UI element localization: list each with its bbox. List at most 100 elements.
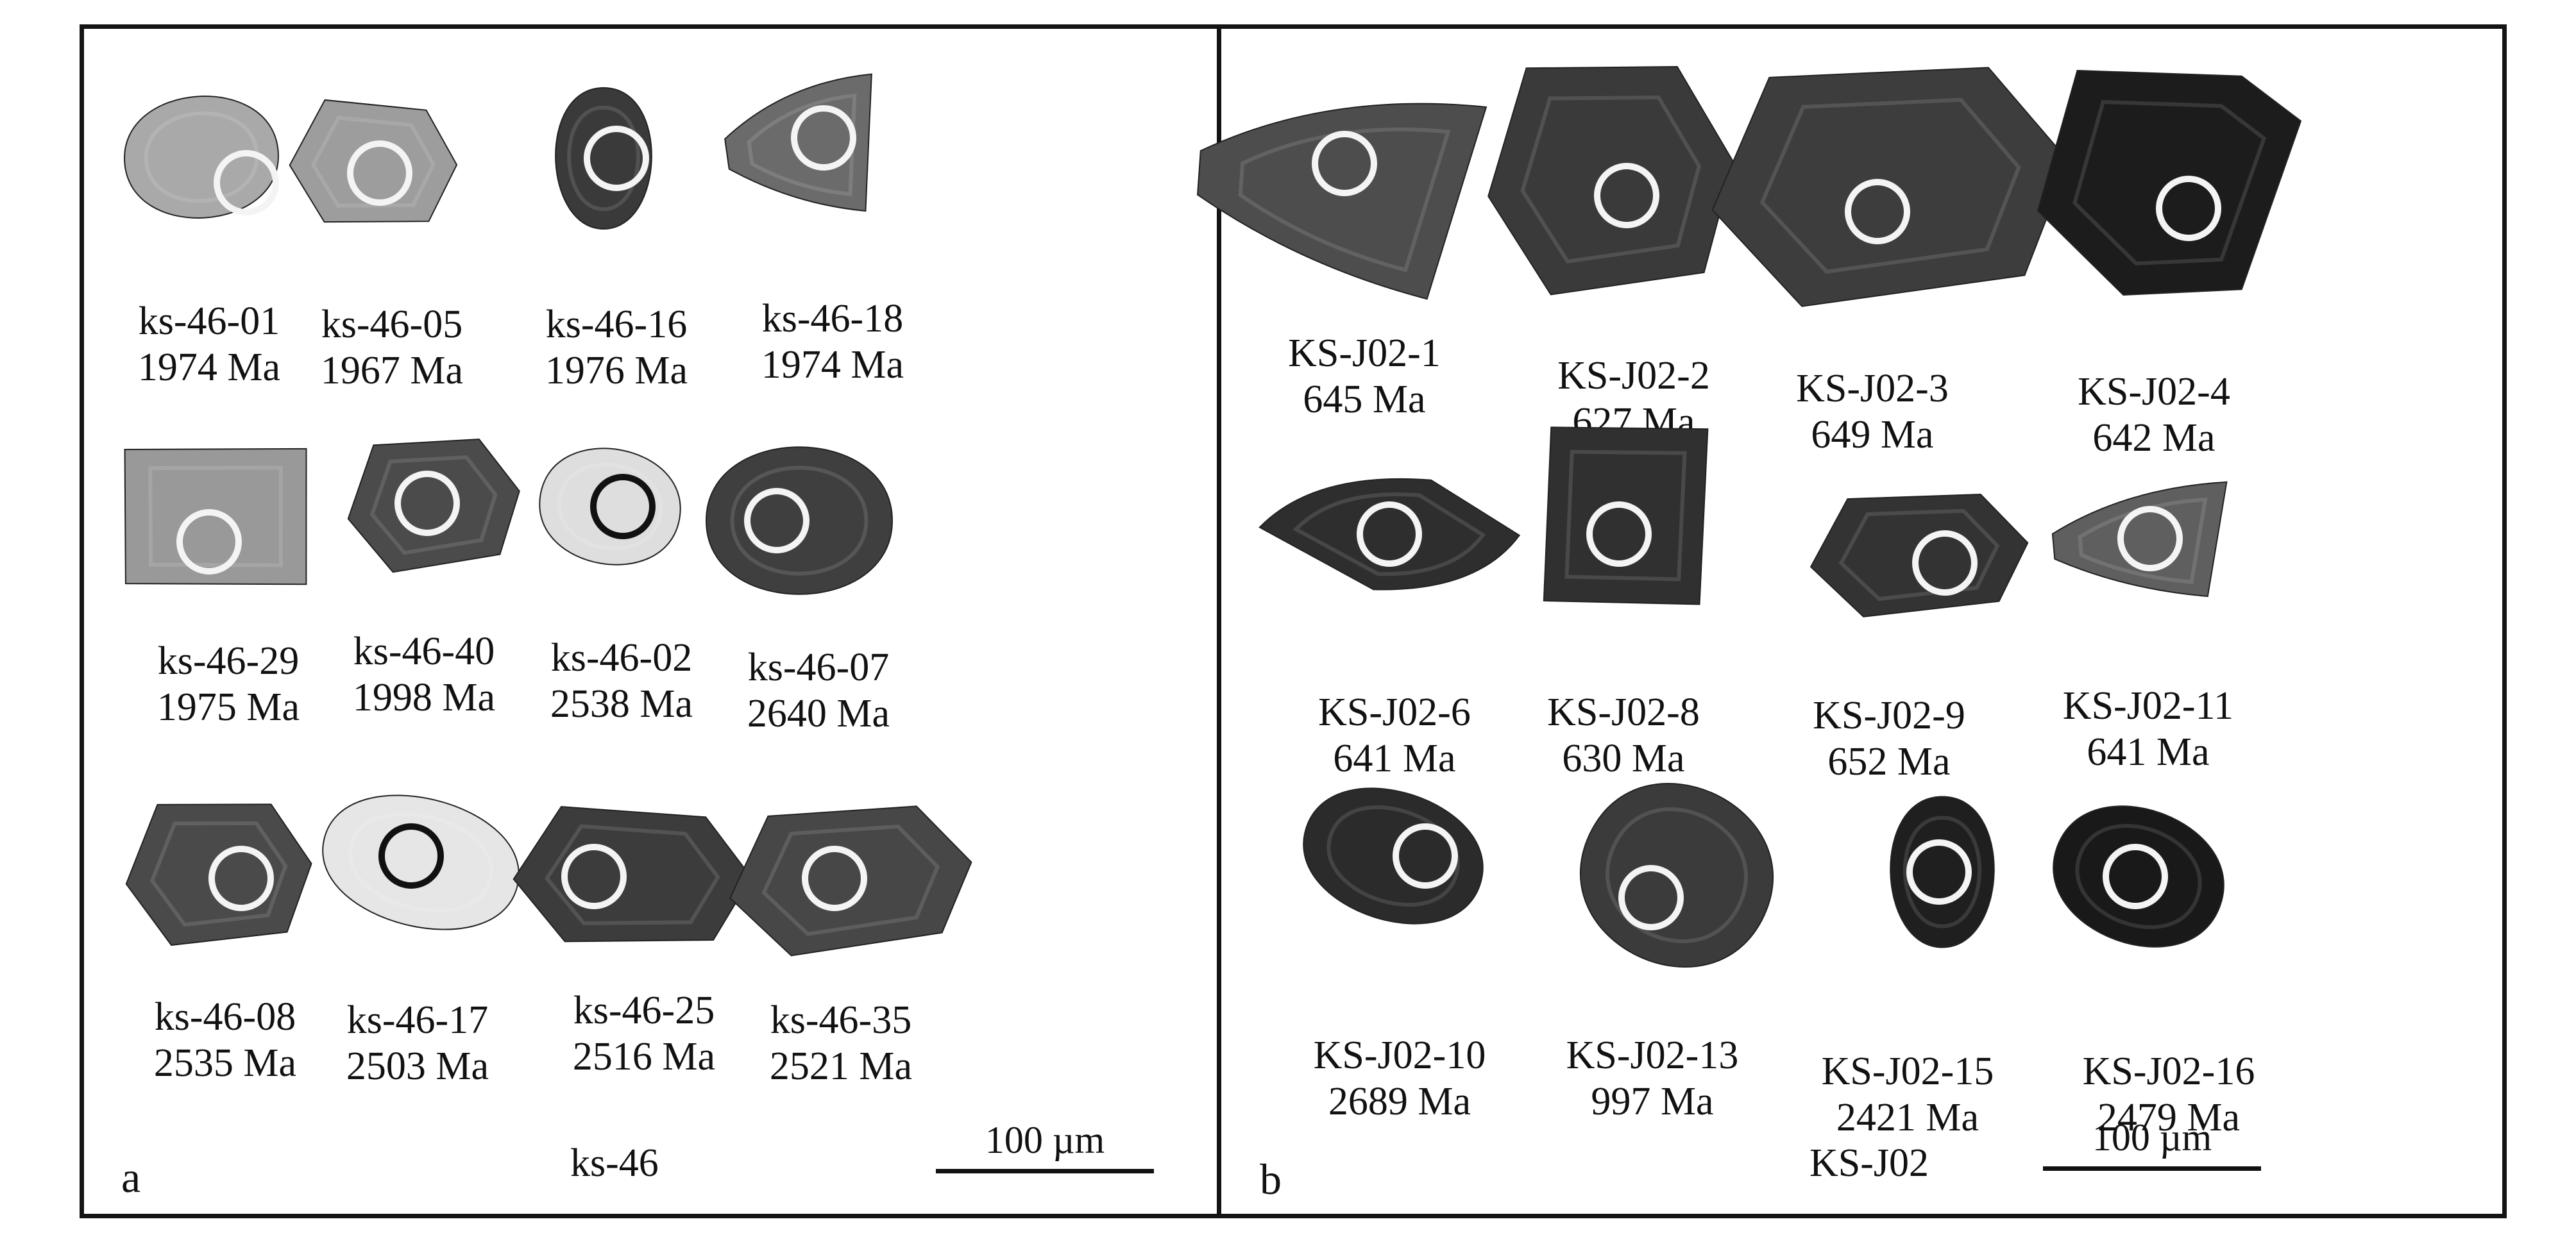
grain-zoning — [348, 812, 493, 913]
grain-age: 2640 Ma — [747, 692, 890, 735]
grain-zoning — [1292, 492, 1486, 576]
panel-letter: b — [1260, 1155, 1282, 1204]
analysis-spot-ring — [1312, 131, 1377, 196]
grain-age: 641 Ma — [2087, 730, 2210, 774]
analysis-spot-ring — [590, 474, 656, 539]
grain-body — [1196, 103, 1487, 300]
analysis-spot-ring — [214, 150, 279, 215]
grain-zoning — [1838, 508, 2000, 601]
grain-graphic-ks-j02-11 — [2051, 481, 2228, 598]
grain-graphic-ks-j02-8 — [1543, 426, 1709, 605]
grain-body — [2051, 481, 2228, 598]
grain-zoning — [730, 466, 869, 576]
analysis-spot-ring — [1618, 865, 1684, 930]
grain-age: 1976 Ma — [545, 349, 688, 392]
grain-age: 645 Ma — [1303, 378, 1426, 421]
analysis-spot-ring — [744, 488, 809, 553]
grain-body — [347, 439, 520, 573]
grain-zoning — [148, 466, 283, 567]
grain-id: ks-46-25 — [573, 989, 715, 1032]
grain-age: 642 Ma — [2092, 416, 2216, 460]
scale-line — [936, 1169, 1154, 1173]
grain-zoning — [369, 455, 498, 555]
analysis-spot-ring — [1906, 839, 1972, 905]
grain-zoning — [1238, 127, 1451, 273]
scale-line — [2043, 1166, 2261, 1171]
grain-id: KS-J02-1 — [1288, 331, 1441, 375]
analysis-spot-ring — [584, 126, 649, 191]
grain-graphic-ks-j02-6 — [1258, 478, 1521, 591]
grain-age: 1975 Ma — [157, 685, 300, 729]
panel-letter: a — [121, 1153, 141, 1202]
grain-zoning — [761, 824, 940, 936]
grain-body — [1543, 426, 1709, 605]
grain-age: 2516 Ma — [572, 1035, 716, 1078]
grain-zoning — [557, 462, 663, 551]
analysis-spot-ring — [561, 844, 627, 909]
grain-zoning — [310, 115, 436, 208]
grain-id: ks-46-16 — [545, 303, 688, 346]
grain-zoning — [149, 821, 288, 927]
analysis-spot-ring — [2156, 176, 2221, 241]
grain-zoning — [1759, 97, 2021, 274]
grain-age: 2521 Ma — [769, 1045, 913, 1088]
grain-age: 630 Ma — [1562, 737, 1685, 780]
grain-body — [1579, 783, 1774, 968]
grain-graphic-ks-j02-15 — [1890, 796, 1995, 948]
analysis-spot-ring — [802, 846, 867, 911]
grain-id: KS-J02-4 — [2078, 370, 2230, 414]
grain-body — [2053, 805, 2224, 948]
grain-id: KS-J02-3 — [1796, 367, 1949, 410]
grain-age: 649 Ma — [1811, 413, 1934, 457]
scale-bar: 100 µm — [936, 1119, 1154, 1173]
grain-body — [705, 446, 894, 595]
grain-body — [289, 99, 458, 223]
grain-id: ks-46-08 — [154, 995, 296, 1039]
grain-body — [322, 794, 520, 930]
grain-zoning — [2078, 498, 2208, 584]
grain-age: 641 Ma — [1333, 737, 1456, 780]
grain-age: 652 Ma — [1827, 740, 1951, 784]
grain-age: 2421 Ma — [1836, 1096, 1979, 1139]
grain-body — [1487, 66, 1734, 296]
analysis-spot-ring — [1357, 501, 1422, 567]
grain-body — [555, 87, 652, 230]
analysis-spot-ring — [1586, 501, 1652, 567]
sample-name: ks-46 — [570, 1141, 659, 1185]
grain-age: 2503 Ma — [346, 1045, 489, 1088]
analysis-spot-ring — [1845, 179, 1910, 244]
grain-id: KS-J02-8 — [1547, 691, 1700, 734]
grain-age: 1974 Ma — [761, 343, 904, 387]
grain-age: 2538 Ma — [550, 682, 693, 726]
grain-zoning — [1902, 816, 1982, 928]
grain-id: ks-46-05 — [321, 303, 463, 346]
grain-graphic-ks-j02-9 — [1809, 493, 2029, 617]
grain-body — [125, 803, 312, 946]
grain-id: KS-J02-9 — [1813, 694, 1965, 737]
grain-graphic-ks-j02-10 — [1303, 787, 1484, 925]
grain-id: KS-J02-6 — [1318, 691, 1471, 734]
grain-body — [729, 805, 972, 957]
grain-age: 2479 Ma — [2097, 1096, 2241, 1139]
grain-id: ks-46-01 — [138, 299, 280, 343]
grain-zoning — [1520, 95, 1702, 264]
grain-id: KS-J02-10 — [1313, 1034, 1486, 1077]
grain-id: KS-J02-13 — [1566, 1034, 1739, 1077]
grain-body — [539, 448, 681, 566]
